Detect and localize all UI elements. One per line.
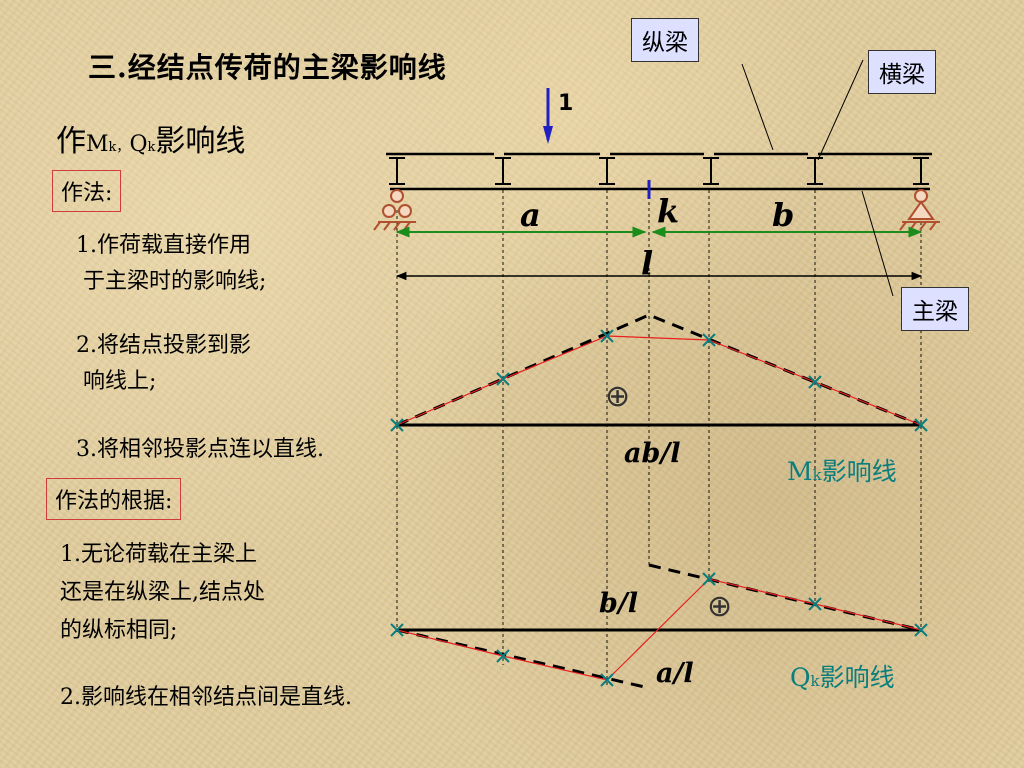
node-mark-icon	[496, 649, 510, 663]
mk-caption-suffix: 影响线	[821, 457, 897, 486]
label-k: k	[657, 192, 679, 230]
leader-floor-beam	[817, 59, 864, 161]
basis-2: 2.影响线在相邻结点间是直线.	[60, 685, 352, 710]
floor-beam	[913, 157, 929, 185]
node-mark-icon	[702, 572, 716, 586]
mk-value-label: ab/l	[624, 438, 681, 469]
plus-sign-icon: ⊕	[707, 589, 732, 624]
qk-caption: Qk影响线	[790, 658, 895, 694]
subtitle-prefix: 作	[56, 124, 86, 159]
node-mark-icon	[600, 673, 614, 687]
floor-beam	[389, 157, 405, 185]
mk-direct-load-line	[396, 313, 922, 427]
node-mark-icon	[914, 623, 928, 637]
node-marks	[390, 329, 928, 687]
qk-node-connect-line	[396, 578, 922, 681]
floor-beam	[599, 157, 615, 185]
mk-caption-main: M	[787, 457, 813, 486]
label-b: b	[772, 196, 794, 234]
pin-support-icon	[373, 189, 416, 231]
node-mark-icon	[390, 623, 404, 637]
node-mark-icon	[808, 597, 822, 611]
step-2: 2.将结点投影到影 响线上;	[76, 333, 251, 394]
mk-node-connect-line	[396, 335, 922, 426]
page-title: 三.经结点传荷的主梁影响线	[88, 51, 447, 84]
projection-lines	[396, 190, 922, 685]
mk-caption-sub: k	[812, 466, 822, 484]
node-mark-icon	[808, 375, 822, 389]
plus-sign-icon: ⊕	[605, 379, 630, 414]
subtitle-k1: k	[108, 140, 117, 155]
leader-stringer	[741, 63, 774, 151]
leader-main-girder	[861, 190, 894, 297]
method-box: 作法:	[52, 170, 122, 212]
subtitle-m: M	[86, 132, 109, 157]
floor-beam	[807, 157, 823, 185]
floor-beams	[389, 157, 929, 185]
basis-box: 作法的根据:	[46, 478, 182, 520]
label-a: a	[520, 196, 541, 234]
step-1: 1.作荷载直接作用 于主梁时的影响线;	[76, 233, 267, 294]
node-mark-icon	[600, 329, 614, 343]
qk-caption-main: Q	[790, 663, 811, 692]
mk-caption: Mk影响线	[787, 452, 897, 488]
tag-leaders	[741, 59, 894, 297]
load-label: 1	[558, 91, 573, 116]
b-over-l-label: b/l	[599, 588, 638, 619]
qk-direct-load-line-right	[648, 563, 922, 632]
floor-beam	[703, 157, 719, 185]
node-mark-icon	[914, 418, 928, 432]
stringer-tag: 纵梁	[631, 18, 699, 62]
subtitle-k2: k	[147, 140, 156, 155]
subtitle-sep: ，	[116, 140, 130, 155]
subtitle-suffix: 影响线	[155, 124, 246, 159]
node-mark-icon	[390, 418, 404, 432]
step-3: 3.将相邻投影点连以直线.	[76, 437, 324, 462]
qk-caption-suffix: 影响线	[819, 663, 895, 692]
floor-beam	[495, 157, 511, 185]
roller-support-icon	[899, 189, 940, 231]
subtitle: 作Mk，Qk影响线	[56, 116, 245, 160]
main-girder-tag: 主梁	[901, 287, 969, 331]
subtitle-q: Q	[129, 132, 148, 157]
a-over-l-label: a/l	[656, 658, 694, 689]
node-mark-icon	[702, 333, 716, 347]
qk-caption-sub: k	[810, 672, 820, 690]
node-mark-icon	[496, 372, 510, 386]
floor-beam-tag: 横梁	[868, 50, 936, 94]
qk-direct-load-line-left	[396, 628, 650, 690]
unit-load-arrow	[543, 88, 553, 144]
label-l: l	[641, 244, 653, 282]
basis-1: 1.无论荷载在主梁上 还是在纵梁上,结点处 的纵标相同;	[60, 542, 265, 643]
